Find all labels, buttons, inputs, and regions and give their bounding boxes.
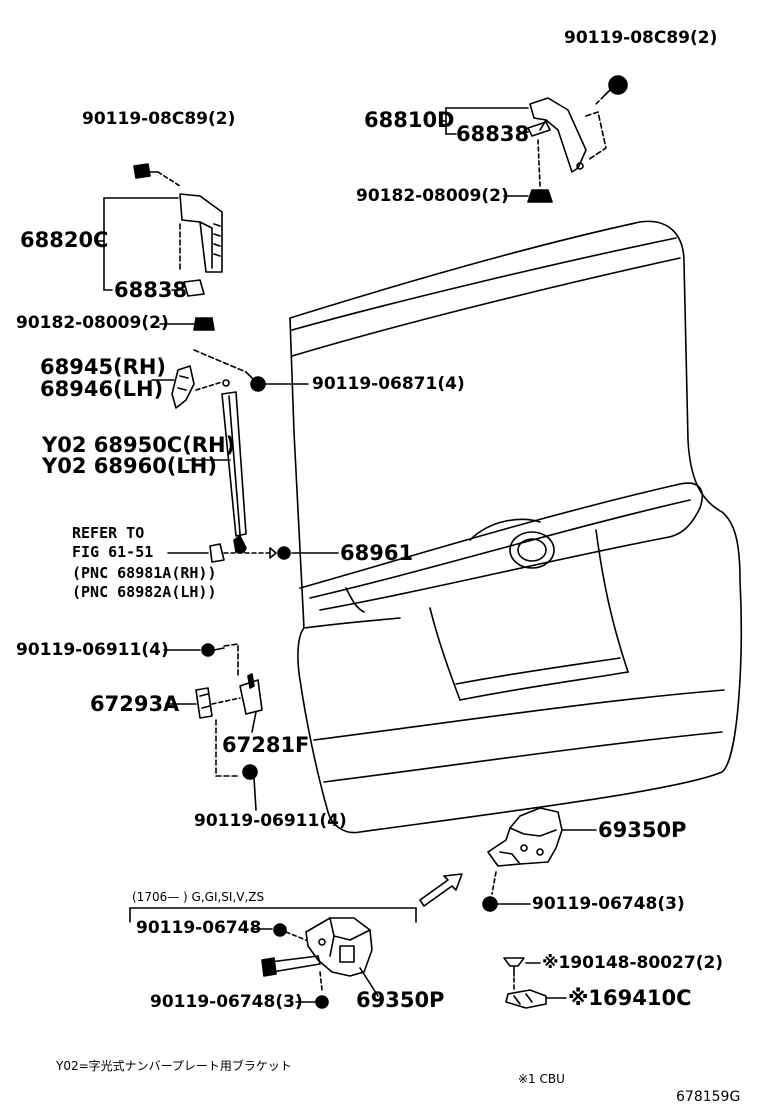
- callout-hinge-lh: 68820C: [20, 228, 109, 252]
- striker-icon: [505, 989, 547, 1009]
- shim-icon: [183, 279, 205, 297]
- lock-assembly-rh: [482, 807, 597, 912]
- callout-stopper-rh: 90182-08009(2): [356, 186, 509, 206]
- lock-assembly-icon: [261, 917, 373, 977]
- callout-damper-lh: Y02 68960(LH): [42, 454, 217, 478]
- shim-icon: [527, 121, 551, 137]
- callout-refer-fig: FIG 61-51: [72, 543, 154, 561]
- ball-joint-icon: [269, 546, 291, 560]
- callout-variant-bolt-bottom: 90119-06748(3): [150, 992, 303, 1012]
- lock-assembly-icon: [487, 807, 563, 867]
- bolt-icon: [201, 643, 225, 657]
- footnote-y02: Y02=字光式ナンバープレート用ブラケット: [56, 1059, 292, 1073]
- bolt-icon: [273, 923, 287, 937]
- callout-variant-bolt-top: 90119-06748: [136, 918, 262, 938]
- callout-variant-note: (1706— ) G,GI,SI,V,ZS: [132, 890, 265, 904]
- hinge-icon: [239, 673, 263, 733]
- screw-icon: [503, 957, 525, 977]
- cbu-parts: [503, 957, 567, 1009]
- bracket-icon: [171, 365, 195, 409]
- callout-variant-lock: 69350P: [356, 988, 445, 1012]
- callout-lock-assy: 69350P: [598, 818, 687, 842]
- bolt-icon: [315, 995, 329, 1009]
- hinge-icon: [179, 193, 223, 273]
- bolt-icon: [482, 896, 498, 912]
- callout-shim-lh: 68838: [114, 278, 188, 302]
- callout-67293a: 67293A: [90, 692, 180, 716]
- arrow-icon: [419, 873, 463, 907]
- callout-striker-cbu: ※169410C: [568, 986, 692, 1010]
- stopper-icon: [527, 189, 553, 203]
- callout-bracket-rh: 68945(RH): [40, 355, 166, 379]
- damper-bracket: [151, 349, 309, 409]
- bolt-icon: [242, 764, 258, 811]
- callout-damper-rh: Y02 68950C(RH): [42, 433, 236, 457]
- bolt-icon: [603, 75, 628, 97]
- callout-bolt-hinge-rh: 90119-08C89(2): [564, 28, 718, 48]
- hinge-lh: [97, 163, 223, 331]
- gas-damper-icon: [185, 391, 247, 553]
- callout-screw-cbu: ※190148-80027(2): [542, 953, 724, 973]
- diagram-id: 678159G: [676, 1089, 741, 1105]
- callout-67281f: 67281F: [222, 733, 310, 757]
- footnote-cbu: ※1 CBU: [518, 1072, 565, 1086]
- callout-stopper-lh: 90182-08009(2): [16, 313, 169, 333]
- lower-hinge: [163, 643, 263, 811]
- callout-bolt-upper: 90119-06911(4): [16, 640, 169, 660]
- bracket-icon: [195, 687, 213, 719]
- back-door-panel-icon: [289, 220, 742, 834]
- callout-hinge-rh: 68810D: [364, 108, 455, 132]
- callout-pnc-lh: (PNC 68982A(LH)): [72, 583, 217, 601]
- hinge-icon: [529, 97, 587, 173]
- stopper-icon: [193, 317, 215, 331]
- bolt-icon: [133, 163, 159, 179]
- hinge-rh: [439, 75, 628, 203]
- callout-bolt-bracket: 90119-06871(4): [312, 374, 465, 394]
- ball-joint: [167, 543, 339, 563]
- bracket-icon: [209, 543, 225, 563]
- callout-bracket-lh: 68946(LH): [40, 377, 164, 401]
- callout-shim-rh: 68838: [456, 122, 530, 146]
- callout-ball-joint: 68961: [340, 541, 414, 565]
- callout-bolt-lock: 90119-06748(3): [532, 894, 685, 914]
- bolt-icon: [245, 371, 266, 392]
- variant-group: [129, 907, 417, 1009]
- callout-bolt-hinge-lh: 90119-08C89(2): [82, 109, 236, 129]
- callout-refer-to: REFER TO: [72, 524, 145, 542]
- callout-pnc-rh: (PNC 68981A(RH)): [72, 564, 217, 582]
- callout-bolt-lower: 90119-06911(4): [194, 811, 347, 831]
